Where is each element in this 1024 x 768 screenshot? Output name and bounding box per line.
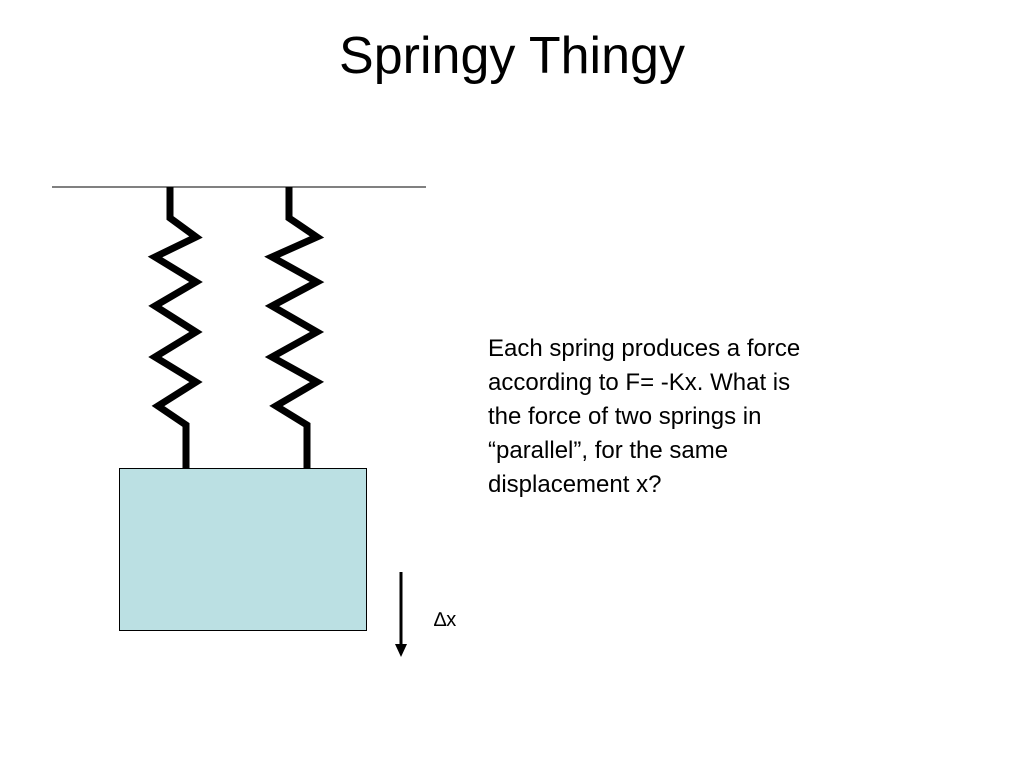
question-line: displacement x? [488,471,662,498]
question-line: according to F= -Kx. What is [488,369,791,396]
question-line: Each spring produces a force [488,335,801,362]
question-line: the force of two springs in [488,403,762,430]
mass-block [119,468,367,631]
displacement-arrow-head [395,644,407,657]
displacement-label: ∆x [434,609,457,631]
left-spring [147,187,203,469]
right-spring [264,187,325,469]
question-line: “parallel”, for the same [488,437,729,464]
question-text: Each spring produces a force according t… [488,332,888,502]
slide-title: Springy Thingy [339,27,685,85]
